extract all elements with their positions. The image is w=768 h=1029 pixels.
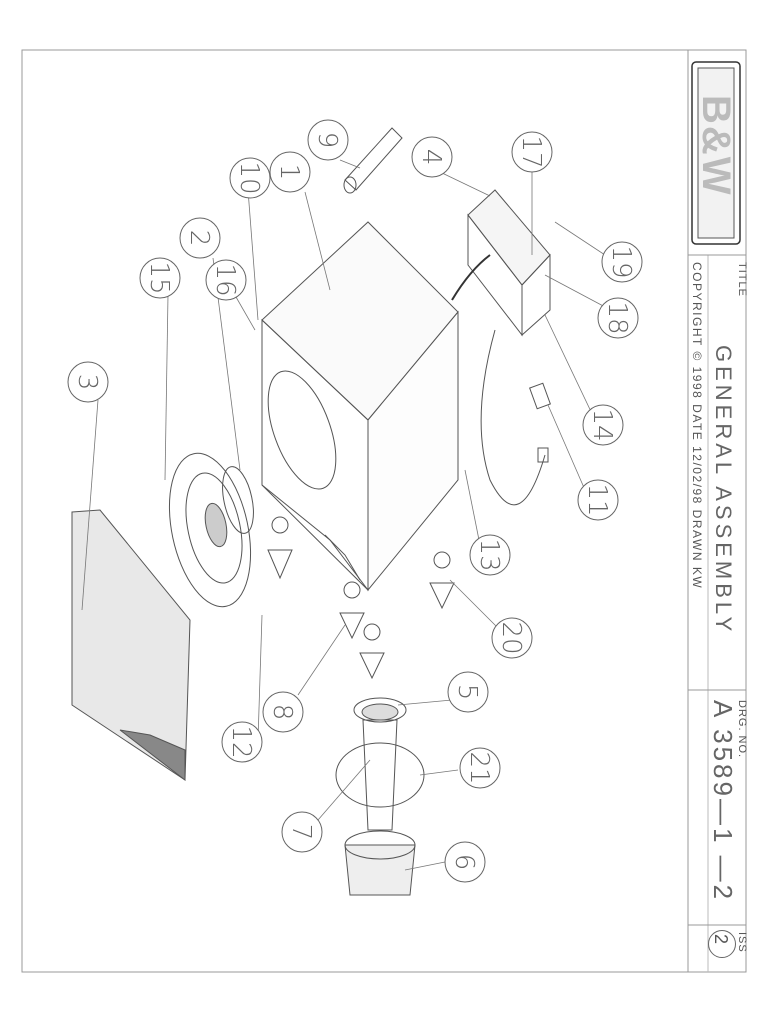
drawing-title: GENERAL ASSEMBLY <box>711 345 736 636</box>
leader-lines <box>81 159 608 871</box>
callout-label: 2 <box>184 230 214 247</box>
bw-logo <box>691 61 741 245</box>
callout-20: 20 <box>491 617 533 659</box>
callout-label: 1 <box>274 164 304 181</box>
callout-6: 6 <box>444 841 486 883</box>
cabinet <box>261 221 459 592</box>
callout-label: 12 <box>226 725 256 758</box>
callout-14: 14 <box>582 404 624 446</box>
callout-11: 11 <box>577 479 619 521</box>
drive-unit <box>168 452 254 608</box>
callout-label: 18 <box>602 301 632 334</box>
grille <box>71 509 191 782</box>
callout-7: 7 <box>281 811 323 853</box>
amplifier-module <box>451 189 551 337</box>
callout-10: 10 <box>229 157 271 199</box>
callout-label: 16 <box>210 263 240 296</box>
callout-2: 2 <box>179 217 221 259</box>
logo-text: B&W <box>694 95 738 197</box>
callout-12: 12 <box>221 721 263 763</box>
callout-label: 4 <box>416 149 446 166</box>
drawing-frame <box>21 49 747 973</box>
callout-4: 4 <box>411 136 453 178</box>
callout-18: 18 <box>597 297 639 339</box>
iss-label: ISS <box>736 932 748 953</box>
callout-label: 5 <box>452 684 482 701</box>
callout-label: 20 <box>496 621 526 654</box>
callout-16: 16 <box>205 259 247 301</box>
callout-3: 3 <box>67 361 109 403</box>
callout-label: 8 <box>267 704 297 721</box>
callout-19: 19 <box>601 241 643 283</box>
callout-label: 9 <box>312 132 342 149</box>
callout-label: 15 <box>144 261 174 294</box>
port-tube <box>343 127 403 194</box>
issue-number: 2 <box>711 934 731 945</box>
drawing-number: A 3589—1 —2 <box>708 700 738 903</box>
callout-21: 21 <box>459 747 501 789</box>
spike-feet <box>267 516 455 680</box>
callout-label: 11 <box>582 483 612 516</box>
callout-label: 17 <box>516 135 546 168</box>
callout-label: 7 <box>286 824 316 841</box>
copyright-line: COPYRIGHT © 1998 DATE 12/02/98 DRAWN KW <box>690 262 704 590</box>
callout-8: 8 <box>262 691 304 733</box>
callout-label: 3 <box>72 374 102 391</box>
callout-label: 6 <box>449 854 479 871</box>
callout-label: 21 <box>464 751 494 784</box>
callout-5: 5 <box>447 671 489 713</box>
stand <box>335 697 425 896</box>
callout-9: 9 <box>307 119 349 161</box>
callout-1: 1 <box>269 151 311 193</box>
callout-15: 15 <box>139 257 181 299</box>
callout-label: 19 <box>606 245 636 278</box>
callout-13: 13 <box>469 534 511 576</box>
mains-cable <box>480 329 551 506</box>
title-label: TITLE <box>736 262 748 297</box>
callout-label: 13 <box>474 538 504 571</box>
issue-circle: 2 <box>708 930 736 958</box>
callout-label: 10 <box>234 161 264 194</box>
callout-17: 17 <box>511 131 553 173</box>
callout-label: 14 <box>587 408 617 441</box>
